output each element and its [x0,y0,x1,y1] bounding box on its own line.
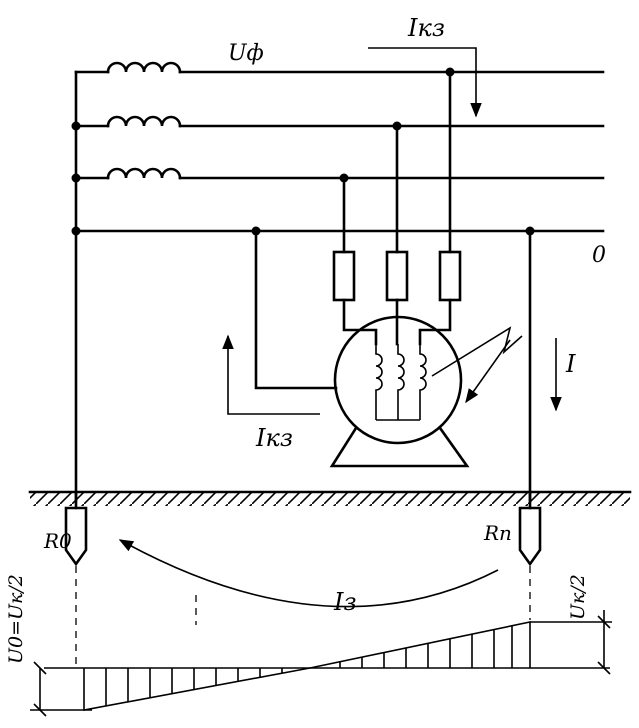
neutral-label: 0 [592,243,606,268]
voltage-distribution [30,610,612,717]
power-lines [74,70,605,233]
ground-current-arc [118,539,499,608]
ground-current-label: Iз [333,588,357,616]
ground-surface [28,490,632,506]
motor-leads [342,298,452,346]
junction-dots [71,67,535,236]
top-current-arrow [368,47,482,118]
left-voltage-label: U0=Uк/2 [5,574,27,664]
current-label: I [565,350,576,378]
motor-current-arrow [222,334,320,415]
fuses [332,250,462,302]
projection-lines [75,566,531,668]
phase-voltage-label: Uф [228,41,264,66]
r0-label: R0 [43,529,72,553]
ground-electrodes [64,490,542,567]
motor-current-label: Iкз [255,424,293,452]
rp-label: Rп [483,521,512,545]
transformer-windings [74,61,182,180]
top-current-label: Iкз [407,14,445,42]
motor [329,315,523,468]
motor-neutral-connection [254,229,338,390]
right-voltage-label: Uк/2 [567,574,589,620]
